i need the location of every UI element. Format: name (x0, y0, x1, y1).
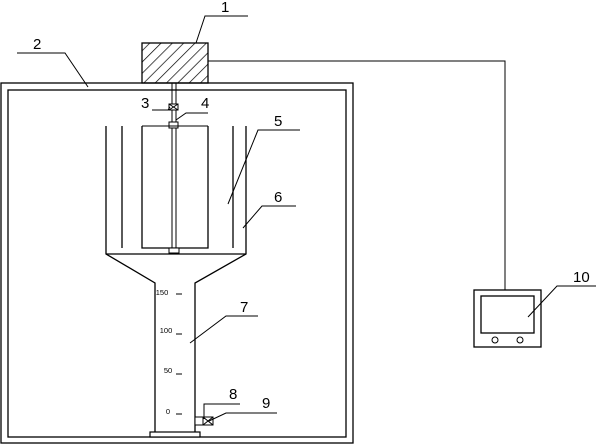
shaft-end (168, 247, 180, 254)
leader-lines (17, 15, 596, 422)
label-6: 6 (274, 189, 282, 206)
scale-label-100: 100 (160, 326, 173, 335)
graduated-scale: 150 100 50 0 (156, 288, 182, 416)
drive-shaft (171, 83, 177, 252)
inner-cylinder (141, 126, 209, 249)
base-plate (149, 431, 201, 438)
label-8: 8 (229, 386, 237, 403)
inner-vessel-wall (106, 126, 246, 255)
scale-label-50: 50 (164, 366, 172, 375)
label-7: 7 (240, 299, 248, 316)
outlet-pipe-8 (194, 416, 204, 426)
bearing-4 (168, 121, 179, 129)
motor-block (141, 42, 209, 84)
label-5: 5 (274, 113, 282, 130)
label-10: 10 (573, 269, 590, 286)
outer-enclosure (0, 82, 354, 444)
label-1: 1 (221, 0, 229, 16)
label-2: 2 (33, 36, 41, 53)
label-3: 3 (141, 95, 149, 112)
funnel-vessel (105, 126, 247, 432)
scale-label-0: 0 (166, 407, 170, 416)
scale-label-150: 150 (156, 288, 169, 297)
monitor-device (473, 289, 542, 348)
connection-cable (208, 60, 506, 290)
label-4: 4 (201, 95, 209, 112)
label-9: 9 (262, 395, 270, 412)
